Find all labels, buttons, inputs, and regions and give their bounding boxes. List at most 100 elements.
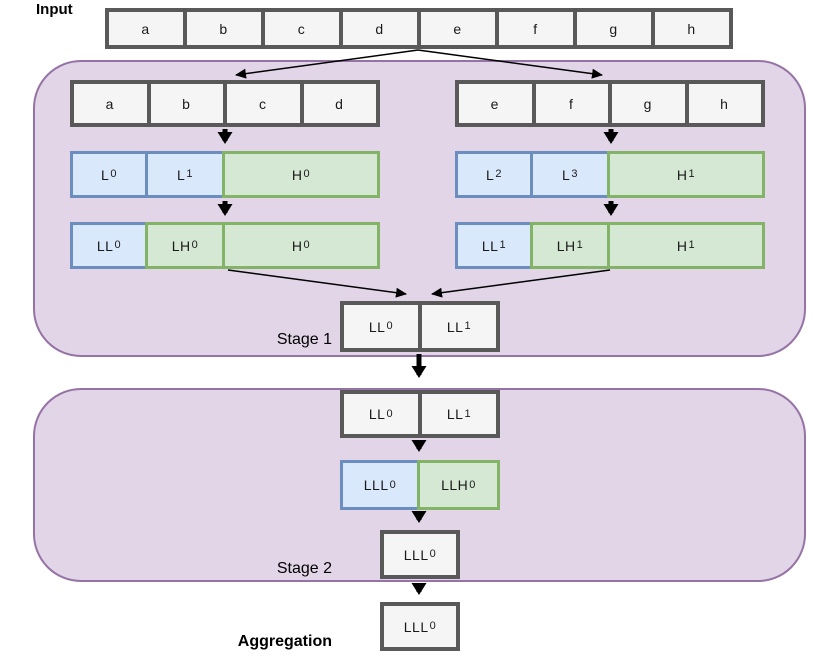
input-cell-c: c: [261, 8, 343, 49]
input-label: Input: [36, 1, 73, 18]
cell-sub: 1: [688, 168, 696, 180]
cell-sub: 1: [576, 239, 584, 251]
input-cell-e: e: [417, 8, 499, 49]
cell-sub: 0: [389, 478, 397, 491]
cell-text: L: [562, 166, 571, 183]
cell-text: c: [297, 20, 306, 37]
cell-text: L: [101, 166, 110, 183]
cell-text: g: [609, 20, 618, 37]
cell-sub: 1: [464, 320, 472, 332]
cell-text: LL: [96, 237, 114, 254]
source-cell: c: [223, 80, 304, 127]
cell-sub: 0: [469, 478, 476, 491]
source-cell: f: [531, 80, 612, 127]
cell-text: b: [219, 20, 228, 37]
cell-text: LH: [556, 237, 576, 254]
cell-sub: 0: [191, 239, 199, 251]
cell-text: LL: [368, 406, 386, 422]
cell-sub: 0: [303, 239, 311, 251]
cell-sub: 3: [571, 168, 578, 180]
cell-text: a: [141, 20, 150, 37]
cell-text: h: [687, 20, 696, 37]
cell-text: LLH: [441, 477, 469, 493]
cell-sub: 1: [464, 407, 472, 420]
input-cell-a: a: [105, 8, 187, 49]
cell-text: f: [569, 95, 574, 112]
cell-sub: 1: [499, 239, 507, 251]
aggregation-label: Aggregation: [237, 633, 332, 650]
stage2-label: Stage 2: [276, 560, 332, 577]
cell-text: h: [720, 95, 729, 112]
input-array-row: a b c d e f g h: [105, 8, 733, 49]
cell-sub: 0: [429, 548, 437, 560]
input-cell-d: d: [339, 8, 421, 49]
source-cell: a: [70, 80, 151, 127]
cell-text: L: [486, 166, 495, 183]
source-cell: b: [146, 80, 227, 127]
source-cell: g: [608, 80, 689, 127]
cell-text: H: [291, 237, 303, 254]
cell-sub: 0: [429, 620, 437, 632]
input-cell-g: g: [573, 8, 655, 49]
cell-text: L: [177, 166, 186, 183]
cell-text: LH: [171, 237, 191, 254]
cell-sub: 2: [495, 168, 502, 180]
cell-sub: 0: [110, 168, 117, 180]
cell-text: d: [335, 95, 344, 112]
cell-text: LL: [446, 318, 464, 335]
source-cell: e: [455, 80, 536, 127]
cell-sub: 0: [386, 320, 394, 332]
cell-sub: 0: [386, 407, 394, 420]
cell-sub: 1: [186, 168, 193, 180]
cell-text: e: [490, 95, 499, 112]
cell-text: e: [453, 20, 462, 37]
stage1-left-source-row: a b c d: [70, 80, 380, 127]
cell-text: f: [533, 20, 538, 37]
cell-text: LLL: [363, 477, 389, 493]
cell-text: LLL: [403, 618, 429, 635]
cell-text: LL: [481, 237, 499, 254]
cell-text: d: [375, 20, 384, 37]
cell-sub: 0: [114, 239, 122, 251]
cell-text: LL: [446, 406, 464, 422]
cell-text: c: [259, 95, 267, 112]
cell-text: LLL: [403, 546, 429, 563]
stage1-label: Stage 1: [276, 331, 332, 348]
cell-text: a: [105, 95, 114, 112]
cell-text: g: [643, 95, 652, 112]
input-cell-b: b: [183, 8, 265, 49]
cell-text: H: [676, 237, 688, 254]
cell-text: b: [182, 95, 191, 112]
cell-text: H: [676, 166, 688, 183]
cell-text: LL: [368, 318, 386, 335]
cell-sub: 0: [303, 168, 311, 180]
cell-text: H: [291, 166, 303, 183]
